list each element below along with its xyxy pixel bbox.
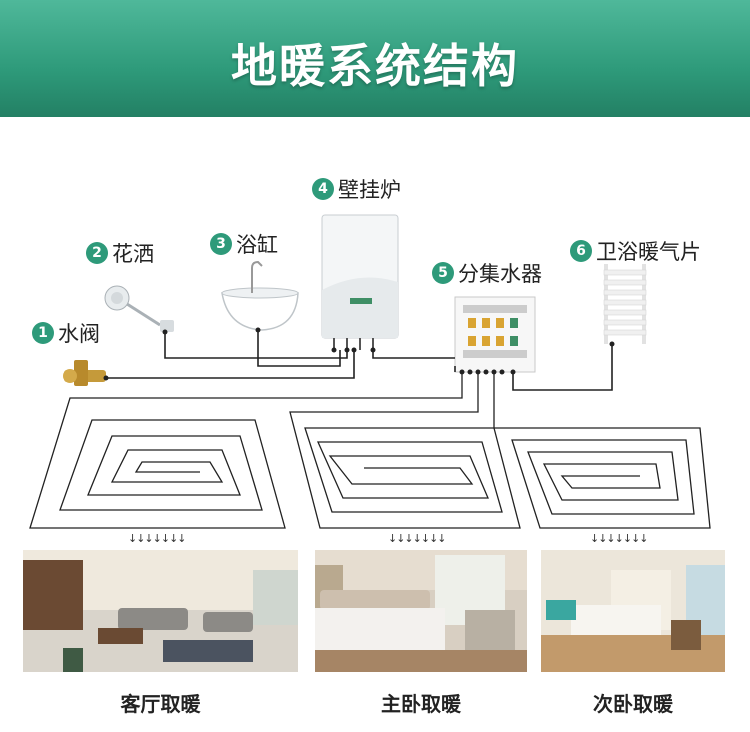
label-text: 壁挂炉	[338, 178, 401, 202]
label-text: 卫浴暖气片	[596, 240, 701, 264]
number-badge: 2	[86, 242, 108, 264]
label-text: 浴缸	[236, 233, 278, 257]
label-bathtub: 3 浴缸	[210, 229, 278, 259]
number-badge: 6	[570, 240, 592, 262]
label-shower: 2 花洒	[86, 238, 154, 268]
label-boiler: 4 壁挂炉	[312, 174, 401, 204]
shower-head-icon	[104, 285, 174, 332]
floor-coil-second	[493, 372, 711, 529]
number-badge: 1	[32, 322, 54, 344]
heat-arrows: ↓↓↓↓↓↓↓	[388, 532, 447, 545]
master-bedroom-photo	[315, 550, 527, 672]
pipe-junctions	[103, 327, 615, 381]
living-room-photo	[23, 550, 298, 672]
second-bedroom-photo	[541, 550, 725, 672]
label-text: 分集水器	[458, 262, 542, 286]
number-badge: 4	[312, 178, 334, 200]
supply-pipes	[106, 330, 613, 391]
bathtub-icon	[221, 260, 299, 331]
label-water-valve: 1 水阀	[32, 318, 100, 348]
label-radiator: 6 卫浴暖气片	[570, 236, 701, 266]
floor-coil-master	[289, 372, 521, 529]
page-title: 地暖系统结构	[231, 39, 519, 93]
wall-boiler-icon	[321, 214, 399, 350]
number-badge: 5	[432, 262, 454, 284]
caption-second-bedroom: 次卧取暖	[593, 692, 673, 716]
towel-radiator-icon	[603, 264, 647, 344]
number-badge: 3	[210, 233, 232, 255]
heat-arrows: ↓↓↓↓↓↓↓	[590, 532, 649, 545]
label-manifold: 5 分集水器	[432, 258, 542, 288]
floor-coil-living	[29, 372, 463, 529]
water-valve-icon	[63, 360, 106, 386]
label-text: 花洒	[112, 242, 154, 266]
label-text: 水阀	[58, 322, 100, 346]
caption-living-room: 客厅取暖	[120, 692, 201, 716]
heating-diagram	[29, 214, 711, 529]
heat-arrows: ↓↓↓↓↓↓↓	[128, 532, 187, 545]
manifold-icon	[454, 296, 536, 373]
caption-master-bedroom: 主卧取暖	[381, 692, 461, 716]
header-banner: 地暖系统结构	[0, 0, 750, 117]
